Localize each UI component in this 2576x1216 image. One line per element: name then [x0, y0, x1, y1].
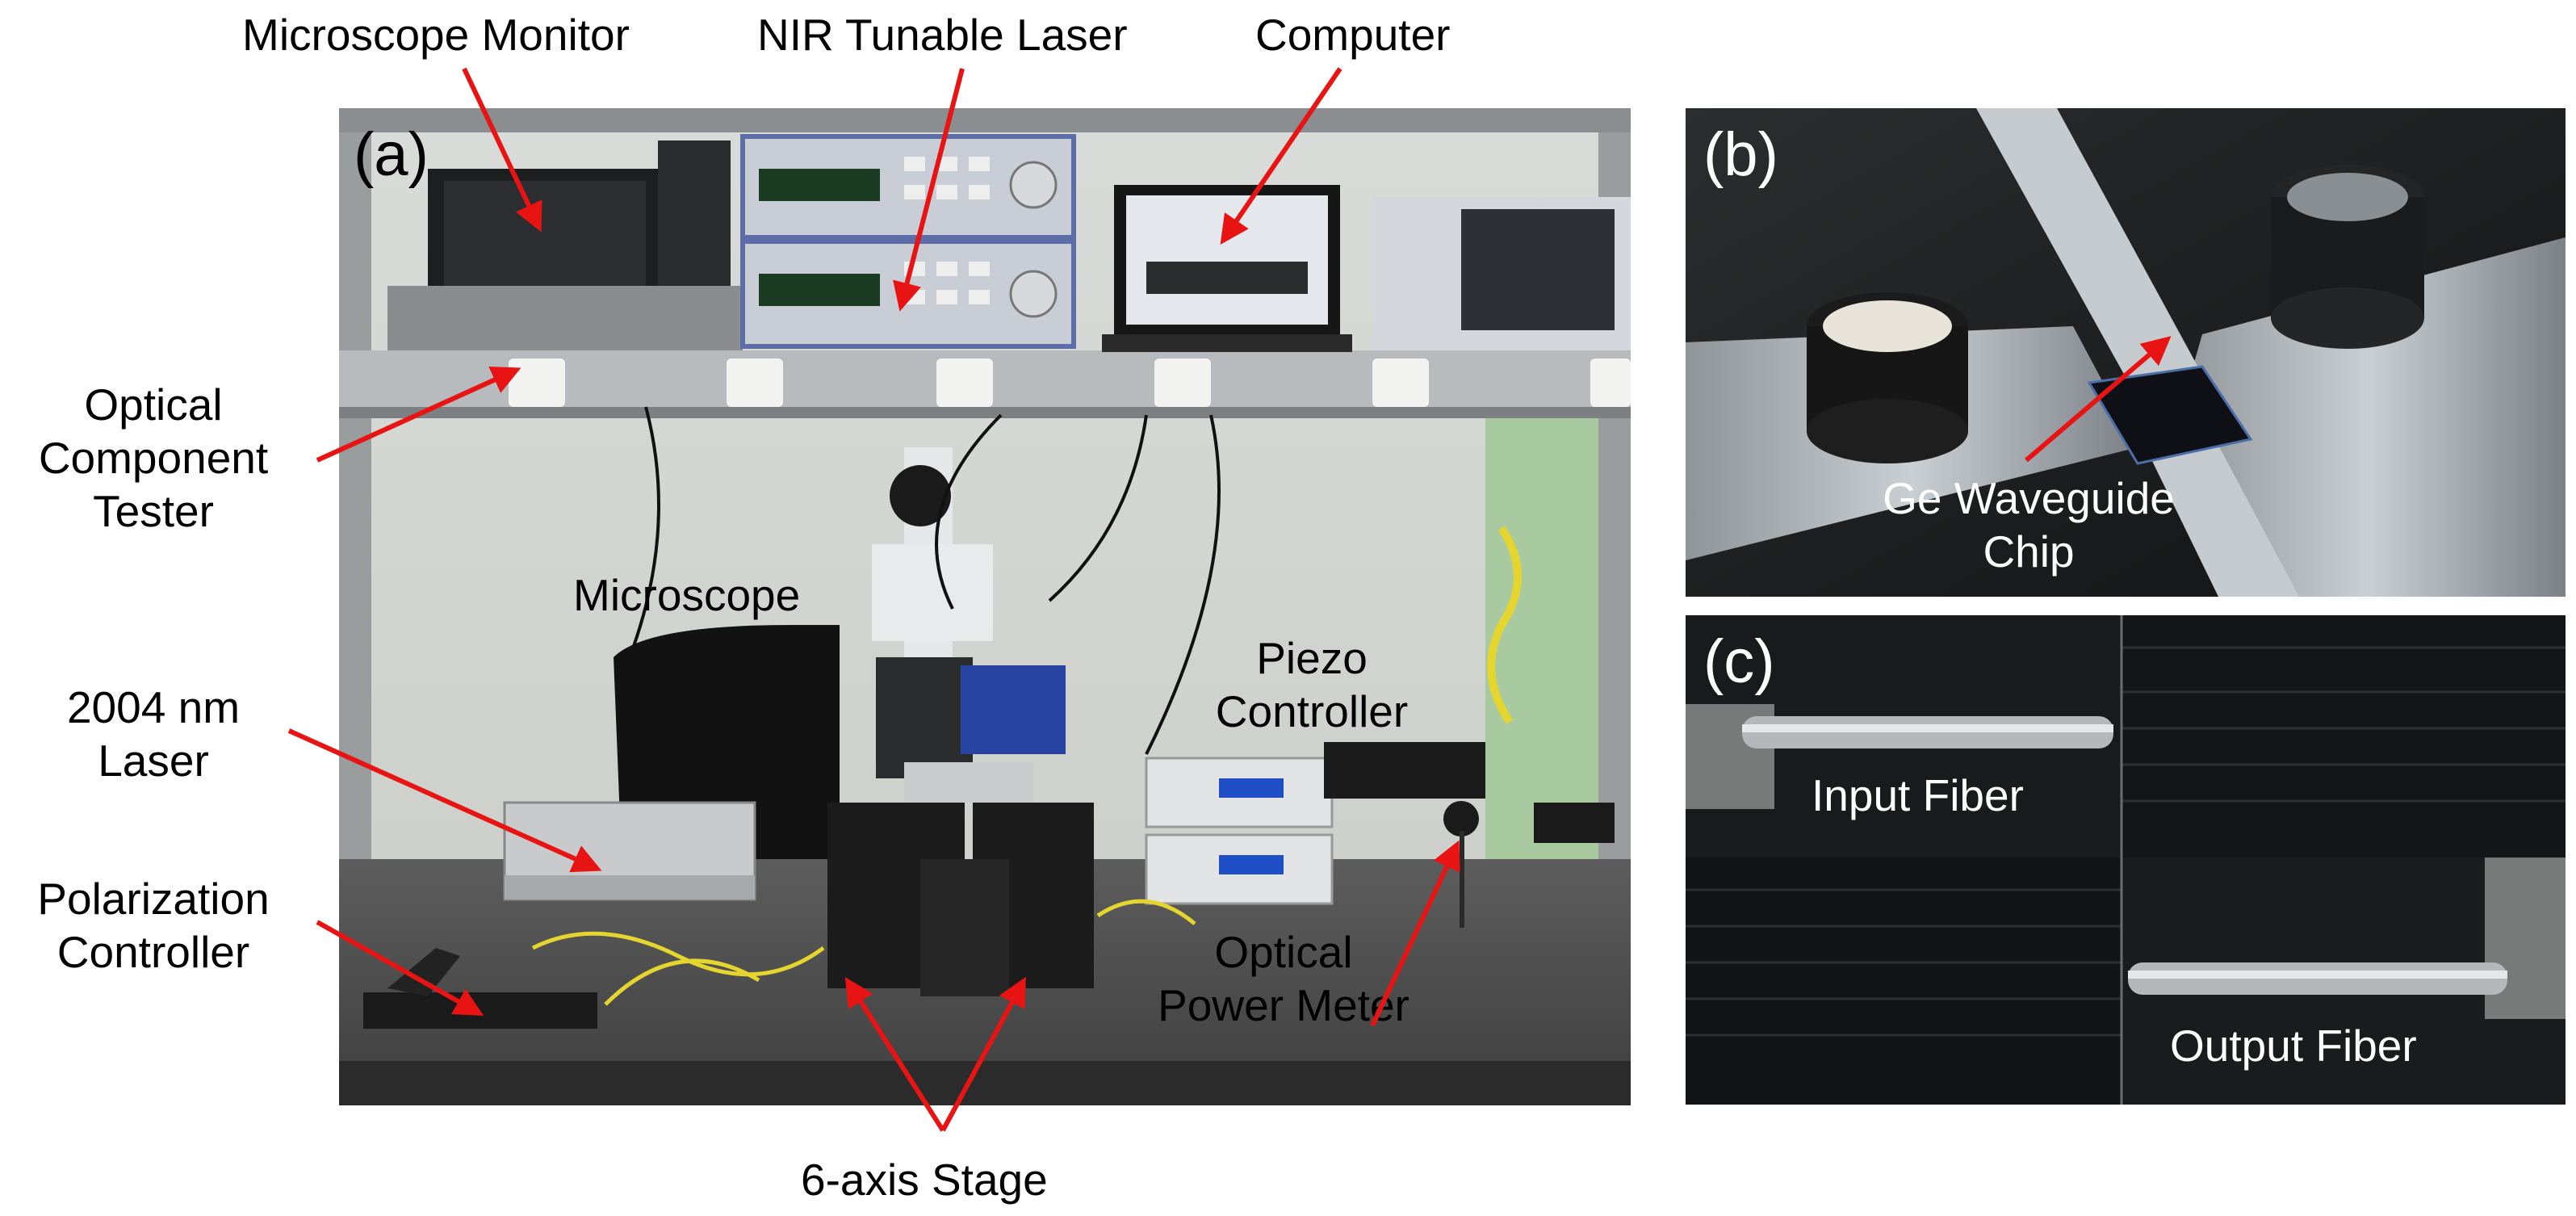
panel-a-lab-photo: (a) Microscope Piezo Controller Optical …: [339, 108, 1631, 1105]
chip-scene-illustration: [1686, 108, 2566, 597]
label-chip-line1: Ge Waveguide: [1883, 473, 2175, 523]
label-polarization-line2: Controller: [57, 927, 250, 977]
label-2004nm-laser: 2004 nm Laser: [0, 681, 307, 787]
label-optical-power-meter: Optical Power Meter: [1114, 925, 1453, 1032]
label-piezo-line2: Controller: [1215, 686, 1409, 736]
label-input-fiber: Input Fiber: [1812, 770, 2024, 820]
label-nir-tunable-laser: NIR Tunable Laser: [757, 10, 1128, 60]
label-6-axis-stage: 6-axis Stage: [801, 1155, 1048, 1205]
label-microscope-monitor: Microscope Monitor: [242, 10, 630, 60]
label-piezo-line1: Piezo: [1256, 633, 1368, 683]
label-microscope: Microscope: [573, 570, 801, 620]
label-laser-line1: 2004 nm: [66, 682, 241, 732]
label-chip-line2: Chip: [1983, 526, 2075, 577]
label-power-meter-line2: Power Meter: [1158, 980, 1409, 1030]
label-polarization-controller: Polarization Controller: [0, 872, 307, 979]
label-power-meter-line1: Optical: [1214, 927, 1353, 977]
panel-b-letter: (b): [1703, 120, 1778, 189]
panel-c-fiber-micrograph: (c) Input Fiber Output Fiber: [1686, 615, 2566, 1105]
label-computer: Computer: [1255, 10, 1451, 60]
fiber-micrograph-illustration: [1686, 615, 2566, 1105]
label-polarization-line1: Polarization: [37, 874, 270, 924]
label-tester-line1: Optical: [84, 379, 223, 430]
label-tester-line3: Tester: [93, 486, 214, 536]
panel-b-chip-photo: (b) Ge Waveguide Chip: [1686, 108, 2566, 597]
label-ge-waveguide-chip: Ge Waveguide Chip: [1839, 472, 2218, 578]
label-tester-line2: Component: [38, 433, 269, 483]
label-optical-component-tester: Optical Component Tester: [0, 378, 307, 538]
label-output-fiber: Output Fiber: [2170, 1021, 2417, 1071]
label-laser-line2: Laser: [98, 736, 209, 786]
panel-c-letter: (c): [1703, 627, 1775, 696]
panel-a-letter: (a): [354, 120, 429, 189]
label-piezo-controller: Piezo Controller: [1183, 631, 1441, 738]
